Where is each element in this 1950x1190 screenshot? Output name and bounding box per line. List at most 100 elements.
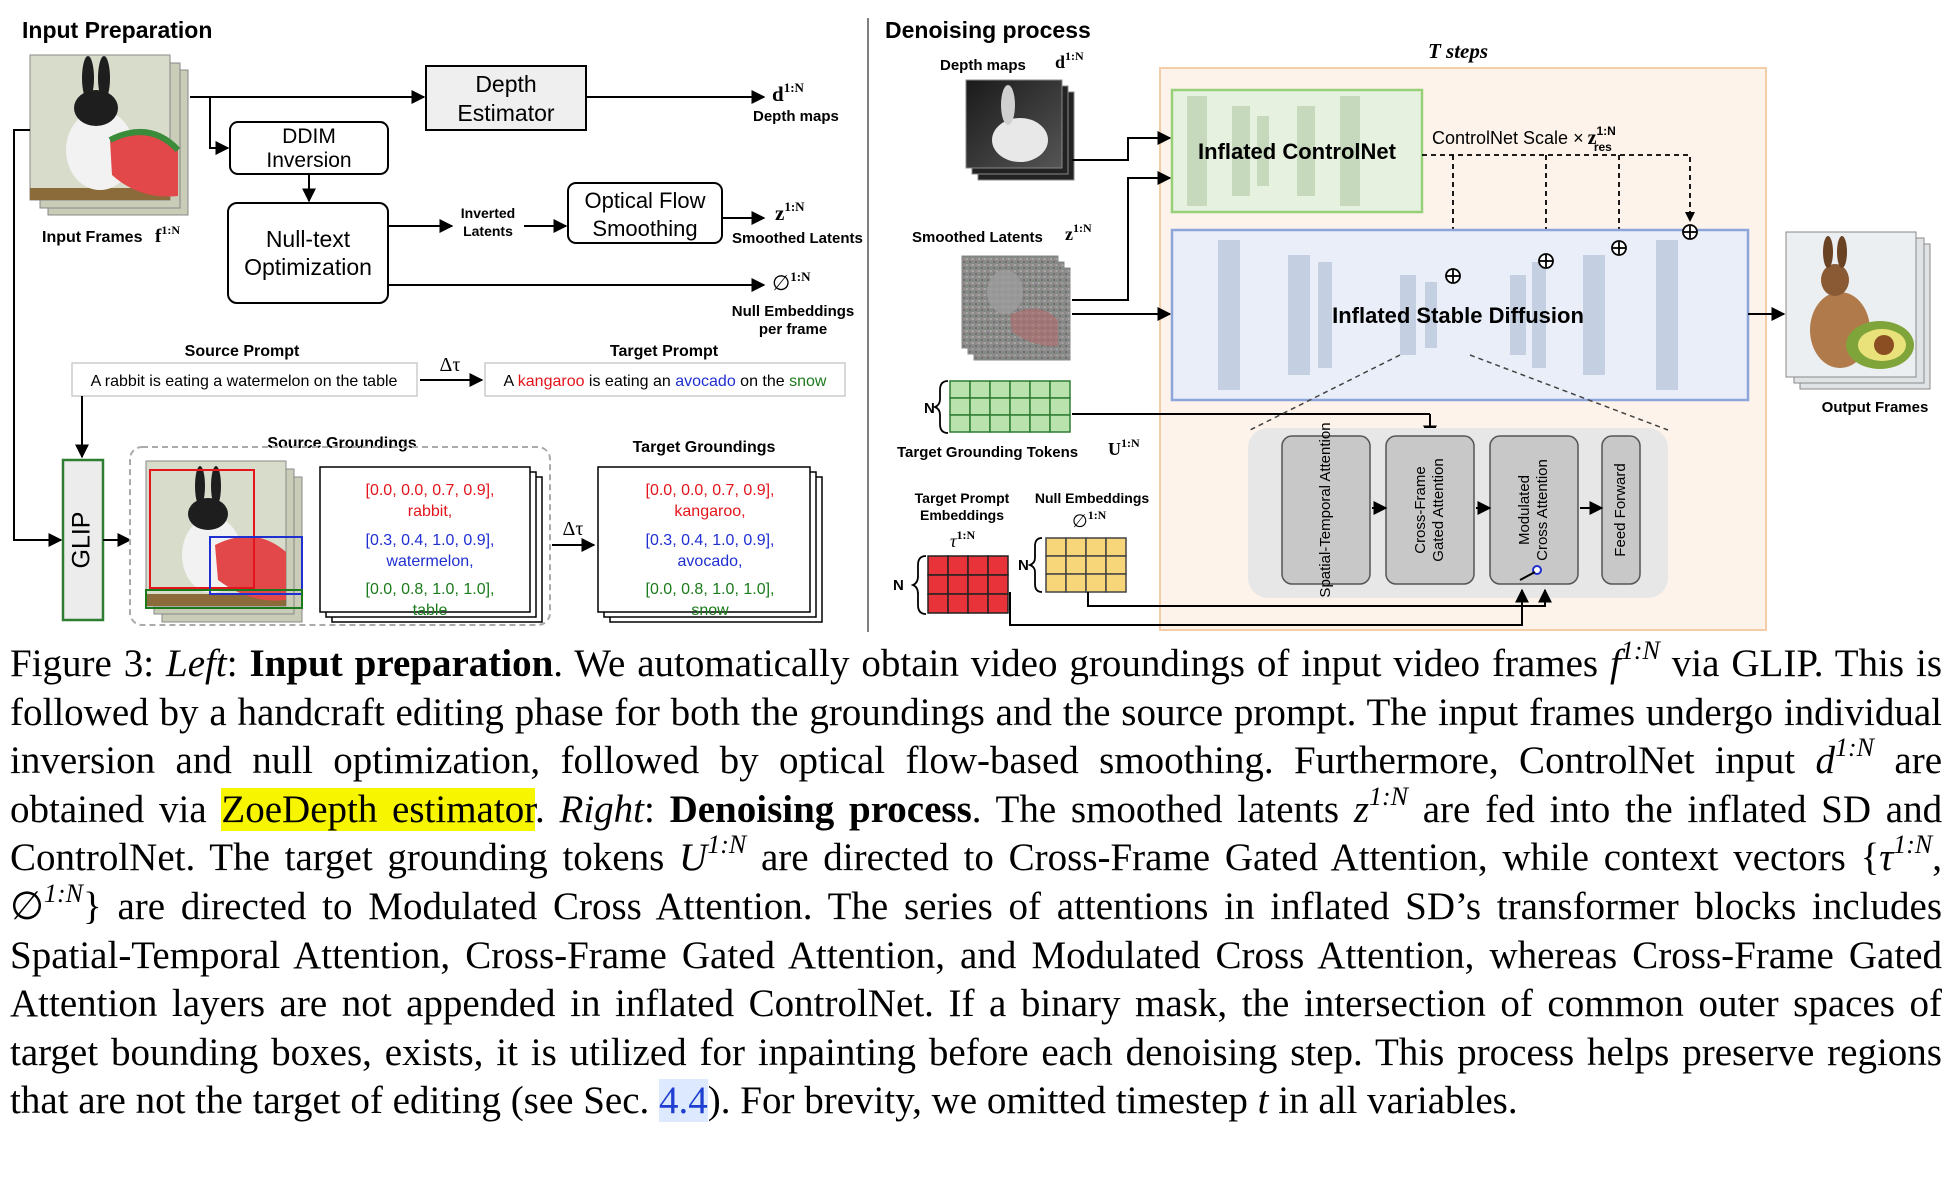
grid-cell [989,397,1011,416]
transformer-block-label: Modulated [1516,475,1533,545]
n-label: N [893,577,904,594]
grid-cell [1049,397,1071,416]
target-prompt-box [484,362,846,397]
ddim-line1: DDIM [282,125,336,148]
target-prompt-label: Target Prompt [610,343,719,360]
grid-cell [967,574,989,595]
grid-cell [1045,555,1067,575]
grid-cell [1029,414,1051,433]
source-groundings-label: Source Groundings [267,435,416,452]
delta-tau-prompt: Δτ [440,354,461,376]
depth-output-label: Depth maps [753,108,839,125]
smoothed-output-symbol: z1:N [775,199,805,225]
target-grounding-box: [0.0, 0.8, 1.0, 1.0], [646,581,775,598]
depth-estimator-line2: Estimator [457,100,554,126]
nulltext-optimization-box [227,202,389,304]
target-grounding-box: [0.3, 0.4, 1.0, 0.9], [646,532,775,549]
grid-cell [1045,537,1067,557]
grid-cell [1105,537,1127,557]
depth-maps-symbol: d1:N [1055,49,1084,72]
delta-tau-groundings: Δτ [563,518,584,540]
transformer-block-label: Cross Attention [1534,459,1551,561]
grid-cell [927,555,949,576]
target-prompt-embeddings-grid [927,555,1009,614]
target-grounding-name: kangaroo, [674,503,745,520]
left-panel-title: Input Preparation [22,17,212,43]
optical-flow-line2: Smoothing [592,216,697,241]
target-prompt-text: A kangaroo is eating an avocado on the s… [504,373,827,390]
source-grounding-box: [0.3, 0.4, 1.0, 0.9], [366,532,495,549]
figure-number: Figure 3: [10,642,155,685]
inflated-controlnet-label: Inflated ControlNet [1198,139,1397,164]
glip-box [61,458,105,622]
caption-left-label: Left [166,642,227,685]
null-embeddings-grid [1045,537,1127,593]
grid-cell [949,397,971,416]
null-output-line1: Null Embeddings [732,303,855,320]
grid-cell [967,555,989,576]
transformer-block-label: Gated Attention [1430,458,1447,561]
grid-cell [969,397,991,416]
source-groundings-card [319,466,543,623]
grid-cell [1065,537,1087,557]
grid-cell [987,593,1009,614]
grid-cell [967,593,989,614]
smoothed-latents-image [961,255,1071,361]
grid-cell [949,414,971,433]
inflated-sd-label: Inflated Stable Diffusion [1332,303,1584,328]
grid-cell [1085,537,1107,557]
source-grounding-box: [0.0, 0.0, 0.7, 0.9], [366,482,495,499]
grid-cell [947,555,969,576]
grid-cell [1105,555,1127,575]
depth-maps-label: Depth maps [940,57,1026,74]
sd-unet-layers [1218,240,1678,390]
source-prompt-text: A rabbit is eating a watermelon on the t… [91,373,398,390]
grid-cell [1009,380,1031,399]
transformer-sub-block [1281,435,1371,585]
source-prompt-label: Source Prompt [185,343,300,360]
grid-cell [989,414,1011,433]
prompt-embeddings-line2: Embeddings [920,507,1004,523]
nulltext-line1: Null-text [266,226,351,252]
grid-cell [1065,573,1087,593]
n-label: N [924,400,935,417]
grid-cell [1085,573,1107,593]
depth-maps-image [965,79,1075,181]
grid-cell [1009,414,1031,433]
ddim-line2: Inversion [266,149,351,172]
optical-flow-box [567,182,723,244]
transformer-block-label: Feed Forward [1612,463,1629,556]
t-steps-label: T steps [1428,39,1488,63]
grid-cell [987,555,1009,576]
target-grounding-name: avocado, [678,553,743,570]
input-frames-image [29,54,189,216]
grid-cell [1049,414,1071,433]
grid-cell [969,380,991,399]
glip-label: GLIP [68,512,96,569]
caption-right-label: Right [559,787,645,831]
controlnet-layers [1187,96,1360,206]
depth-estimator-line1: Depth [475,71,536,97]
grid-cell [947,593,969,614]
figure-caption: Figure 3: Left: Input preparation. We au… [10,636,1943,1123]
grid-cell [1029,380,1051,399]
figure-diagram: Input Preparation Input Frames f1:N Dept… [13,17,1931,632]
null-output-symbol: ∅1:N [772,269,811,295]
null-output-line2: per frame [759,321,827,338]
optical-flow-line1: Optical Flow [584,188,705,213]
target-grounding-name: snow [691,602,729,619]
grid-cell [1085,555,1107,575]
source-grounding-frames-image [145,460,303,623]
section-ref-link[interactable]: 4.4 [659,1079,708,1123]
grid-cell [1049,380,1071,399]
grid-cell [989,380,1011,399]
source-groundings-group [129,446,551,626]
grid-cell [1065,555,1087,575]
smoothed-latents-label: Smoothed Latents [912,229,1043,246]
null-embeddings-symbol: ∅1:N [1072,508,1107,531]
transformer-block-label: Cross-Frame [1412,466,1429,554]
output-frames-label: Output Frames [1822,399,1929,416]
transformer-block-label: Spatial-Temporal Attention [1317,422,1334,597]
input-frames-symbol: f1:N [155,223,180,247]
